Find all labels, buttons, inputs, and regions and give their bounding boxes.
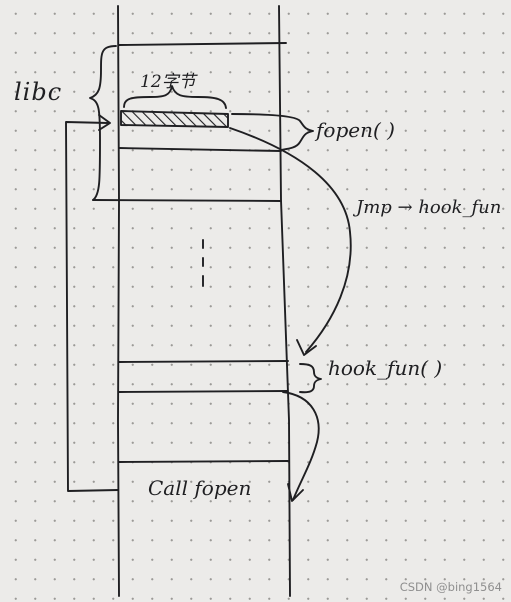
- libc-brace: [89, 45, 117, 201]
- fopen-brace: [231, 113, 314, 151]
- call-curve-arrow: [282, 391, 320, 501]
- hook-fun-brace: [299, 363, 322, 394]
- jmp-arrowhead: [296, 339, 317, 356]
- row-line-hook-end: [118, 390, 288, 393]
- memory-right-border: [278, 5, 291, 597]
- row-line-fopen-end: [118, 147, 282, 152]
- row-line-top: [118, 42, 287, 46]
- hatched-12-byte-patch: [120, 110, 229, 128]
- return-arrowhead: [98, 114, 111, 131]
- return-path-line: [65, 121, 119, 492]
- twelve-bytes-label: 12字节: [140, 72, 196, 92]
- jmp-curve-arrow: [229, 127, 352, 353]
- csdn-watermark: CSDN @bing1564: [399, 580, 502, 594]
- libc-label: libc: [14, 78, 63, 106]
- row-line-call-start: [118, 460, 289, 463]
- bytes-brace: [123, 85, 227, 109]
- call-arrowhead: [287, 483, 304, 502]
- jmp-hook-fun-label: Jmp → hook_fun: [356, 197, 502, 218]
- call-fopen-label: Call fopen: [148, 476, 252, 500]
- hook-fun-label: hook_fun( ): [328, 356, 443, 380]
- memory-left-border: [117, 5, 120, 597]
- row-line-libc-end: [92, 199, 282, 202]
- row-line-hook-start: [118, 360, 289, 363]
- fopen-label: fopen( ): [316, 118, 395, 142]
